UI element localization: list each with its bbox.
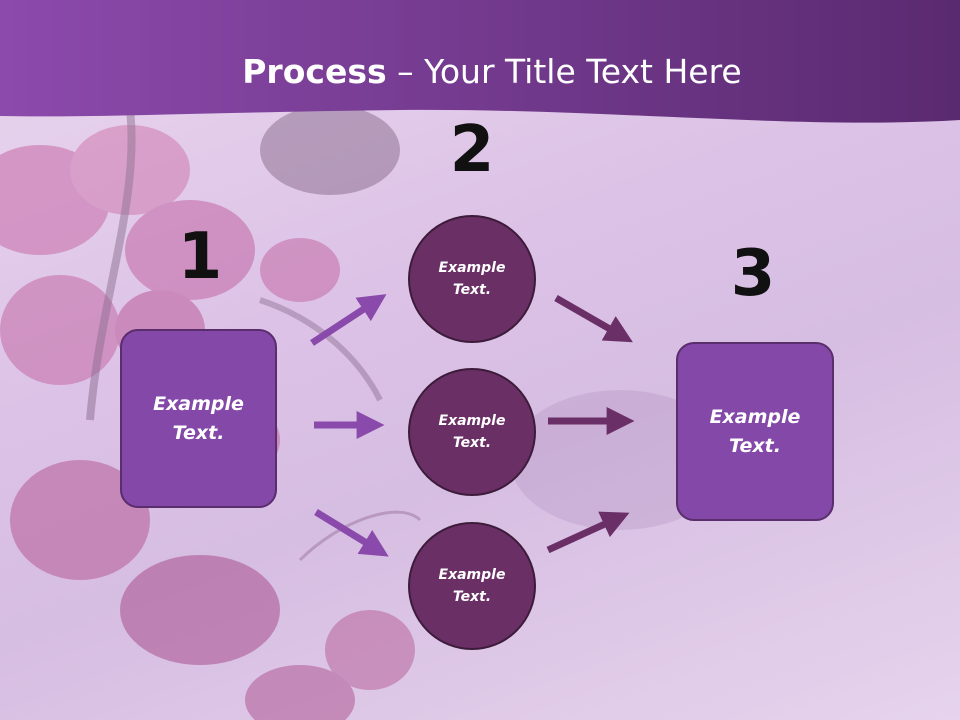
- step-number-1: 1: [177, 220, 223, 294]
- step-number-3: 3: [730, 237, 776, 311]
- process-circle-bottom: Example Text.: [408, 522, 536, 650]
- arrow-left-to-bottom: [314, 509, 389, 557]
- box-right-line2: Text.: [729, 434, 781, 457]
- circle-middle-line2: Text.: [452, 435, 492, 451]
- process-box-right: Example Text.: [676, 342, 834, 521]
- arrow-bottom-to-right: [546, 511, 630, 554]
- process-circle-top: Example Text.: [408, 215, 536, 343]
- process-circle-middle: Example Text.: [408, 368, 536, 496]
- box-right-line1: Example: [709, 406, 801, 428]
- circle-bottom-line1: Example: [438, 566, 506, 583]
- slide-title: Process – Your Title Text Here: [0, 52, 960, 91]
- arrow-top-to-right: [554, 294, 633, 343]
- arrow-left-to-top: [310, 294, 387, 346]
- title-rest: – Your Title Text Here: [386, 52, 742, 91]
- circle-middle-line1: Example: [438, 412, 506, 429]
- circle-top-line2: Text.: [452, 282, 492, 298]
- process-box-left: Example Text.: [120, 329, 277, 508]
- circle-bottom-line2: Text.: [452, 589, 492, 605]
- box-left-line1: Example: [153, 393, 244, 415]
- box-left-line2: Text.: [172, 421, 225, 444]
- header-band: [0, 0, 960, 123]
- title-bold: Process: [242, 52, 387, 91]
- step-number-2: 2: [449, 113, 495, 187]
- circle-top-line1: Example: [438, 259, 506, 276]
